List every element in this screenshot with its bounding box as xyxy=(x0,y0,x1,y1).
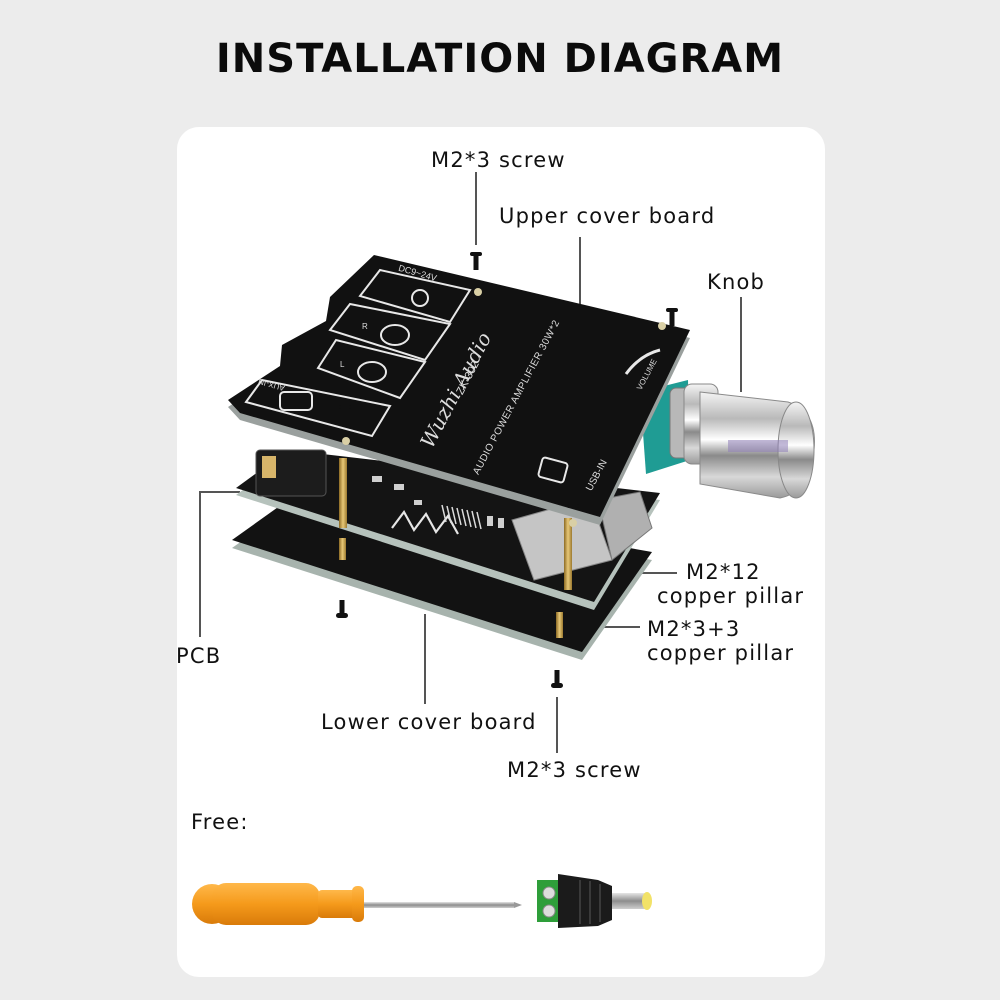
screw-icon xyxy=(551,670,563,688)
short-copper-pillar xyxy=(339,538,346,560)
page-title: INSTALLATION DIAGRAM xyxy=(215,36,785,82)
label-knob: Knob xyxy=(707,270,766,294)
long-copper-pillar xyxy=(564,518,572,590)
lower-cover-board xyxy=(232,490,652,660)
screw-icon xyxy=(666,308,678,326)
screw-icon xyxy=(336,600,348,618)
label-lower-cover-board: Lower cover board xyxy=(321,710,537,734)
screw-icon xyxy=(567,490,579,508)
label-pillar-12-line1: M2*12 xyxy=(686,560,761,584)
label-bottom-screw: M2*3 screw xyxy=(507,758,642,782)
label-upper-cover-board: Upper cover board xyxy=(499,204,716,228)
label-pillar-3-line2: copper pillar xyxy=(647,641,795,665)
label-pillar-3-line1: M2*3+3 xyxy=(647,617,741,641)
screw-icon xyxy=(339,405,351,423)
label-pillar-12-line2: copper pillar xyxy=(657,584,805,608)
screwdriver-icon xyxy=(192,883,522,925)
long-copper-pillar xyxy=(339,458,347,528)
free-items-label: Free: xyxy=(191,810,249,834)
long-copper-pillars xyxy=(339,458,572,590)
dc-jack-adapter-icon xyxy=(537,874,652,928)
short-copper-pillars xyxy=(339,538,563,638)
short-copper-pillar xyxy=(556,612,563,638)
leader-pcb xyxy=(199,491,240,637)
board-left-channel-text: L xyxy=(340,360,345,369)
volume-knob xyxy=(640,380,815,499)
screw-icon xyxy=(470,252,482,270)
screws xyxy=(336,252,678,688)
label-pcb: PCB xyxy=(176,644,222,668)
board-right-channel-text: R xyxy=(362,322,368,331)
upper-cover-board xyxy=(228,255,690,527)
label-top-screw: M2*3 screw xyxy=(431,148,566,172)
